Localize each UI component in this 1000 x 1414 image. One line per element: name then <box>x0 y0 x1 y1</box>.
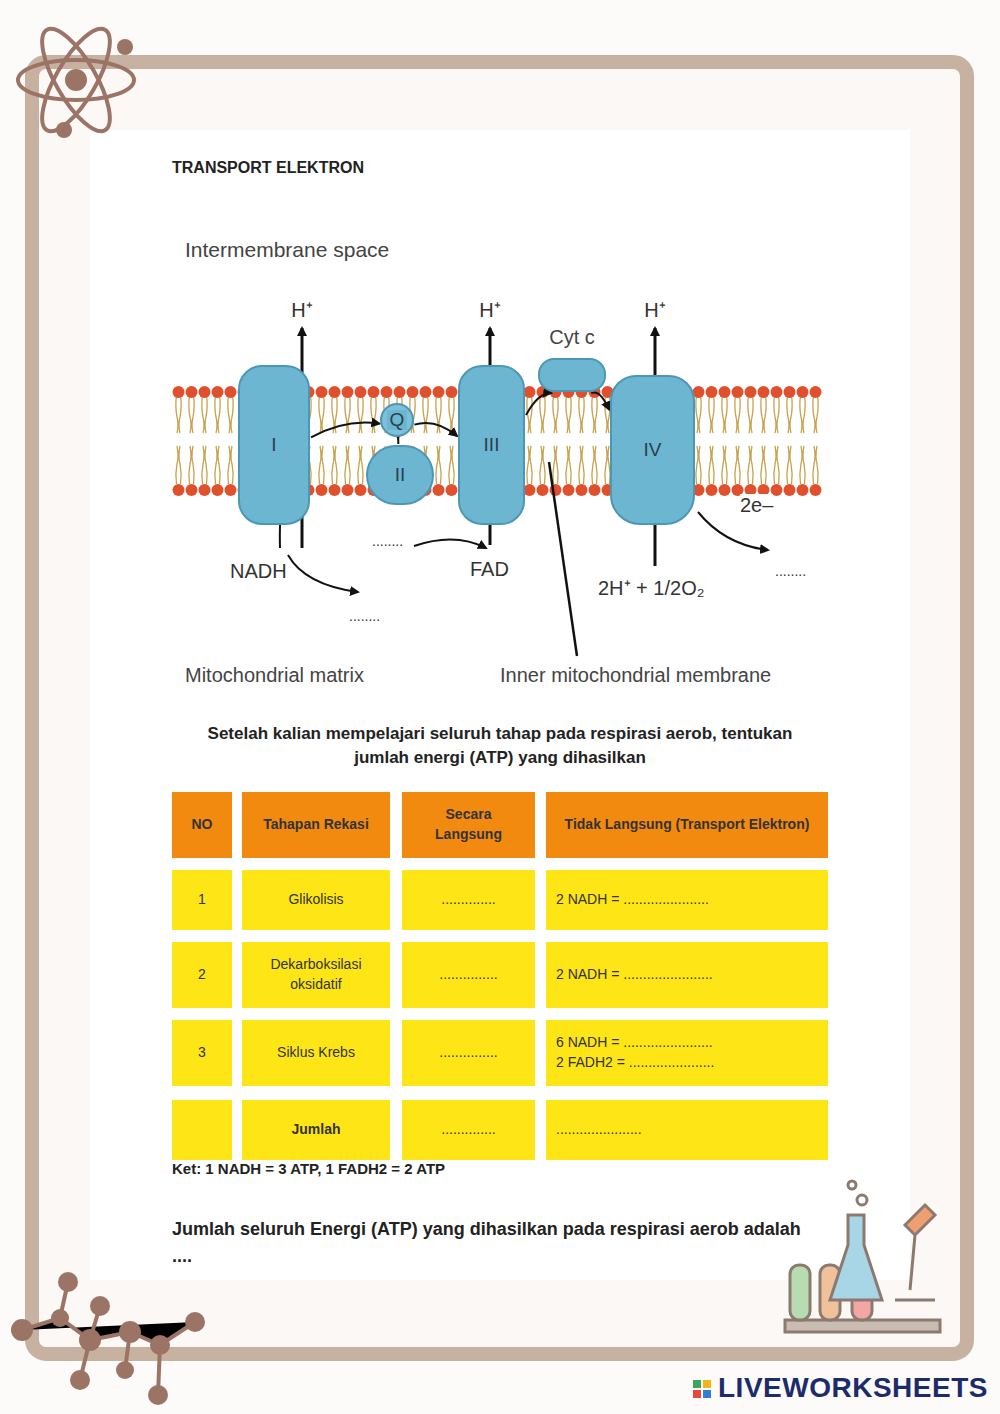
table-cell: 3 <box>172 1020 232 1086</box>
proton-arrow <box>302 328 655 566</box>
protein-complex: Cyt c <box>538 358 606 392</box>
table-header-cell: Secara Langsung <box>402 792 535 858</box>
text-label: ........ <box>349 608 380 624</box>
leader-line <box>549 462 577 656</box>
cell-text: 1 <box>198 890 206 910</box>
watermark-icon <box>693 1380 711 1398</box>
cell-text: Glikolisis <box>288 890 343 910</box>
cell-text: 2 NADH = ...................... <box>556 890 709 910</box>
cell-text: ...................... <box>556 1120 642 1140</box>
complex-label: IV <box>641 440 665 461</box>
table-cell: .............. <box>402 870 535 930</box>
lab-icon <box>785 1181 940 1332</box>
electron-path <box>526 393 551 415</box>
electron-path <box>414 423 457 436</box>
text-label: Setelah kalian mempelajari seluruh tahap… <box>185 722 815 770</box>
cell-text: Siklus Krebs <box>277 1043 355 1063</box>
cell-text: Tidak Langsung (Transport Elektron) <box>565 815 810 835</box>
text-label: ........ <box>775 563 806 579</box>
text-label: Intermembrane space <box>185 238 389 262</box>
protein-complex: II <box>366 445 434 505</box>
complex-label: Q <box>387 410 408 431</box>
table-cell: Jumlah <box>242 1100 390 1160</box>
cell-text: 6 NADH = ....................... <box>556 1033 713 1053</box>
electron-path <box>591 392 609 409</box>
text-label: FAD <box>470 558 509 581</box>
complex-label: III <box>481 435 503 456</box>
cell-text: Jumlah <box>291 1120 340 1140</box>
cell-text: 2 <box>198 965 206 985</box>
table-cell: Glikolisis <box>242 870 390 930</box>
text-label: ........ <box>372 533 403 549</box>
text-label: H⁺ <box>635 296 675 323</box>
text-label: Jumlah seluruh Energi (ATP) yang dihasil… <box>172 1216 822 1270</box>
table-cell: ...................... <box>546 1100 828 1160</box>
table-header-cell: NO <box>172 792 232 858</box>
table-cell: .............. <box>402 1100 535 1160</box>
cell-text: .............. <box>441 890 495 910</box>
cell-text: 2 FADH2 = ...................... <box>556 1053 714 1073</box>
protein-complex: III <box>458 365 525 525</box>
text-label: Ket: 1 NADH = 3 ATP, 1 FADH2 = 2 ATP <box>172 1160 445 1177</box>
table-cell: ............... <box>402 1020 535 1086</box>
cell-text: Tahapan Rekasi <box>263 815 369 835</box>
table-cell: ............... <box>402 942 535 1008</box>
table-cell: 2 NADH = ....................... <box>546 942 828 1008</box>
text-label: H⁺ <box>282 296 322 323</box>
cell-text: NO <box>192 815 213 835</box>
text-label: 2H⁺ + 1/2O₂ <box>598 574 704 601</box>
text-label: NADH <box>230 560 287 583</box>
page-title: TRANSPORT ELEKTRON <box>172 159 364 177</box>
table-cell: 1 <box>172 870 232 930</box>
text-label: H⁺ <box>470 296 510 323</box>
table-cell: 2 <box>172 942 232 1008</box>
complex-label: Cyt c <box>549 326 595 349</box>
table-header-cell: Tidak Langsung (Transport Elektron) <box>546 792 828 858</box>
cell-text: ............... <box>439 965 497 985</box>
cell-text: Secara Langsung <box>412 805 525 844</box>
text-label: Inner mitochondrial membrane <box>500 664 771 687</box>
table-cell <box>172 1100 232 1160</box>
cell-text: 3 <box>198 1043 206 1063</box>
table-header-cell: Tahapan Rekasi <box>242 792 390 858</box>
table-cell: 6 NADH = .......................2 FADH2 … <box>546 1020 828 1086</box>
electron-path <box>311 423 379 438</box>
atom-icon <box>18 20 134 140</box>
text-label: Mitochondrial matrix <box>185 664 364 687</box>
table-cell: Dekarboksilasi oksidatif <box>242 942 390 1008</box>
text-label: 2e– <box>740 494 773 517</box>
cell-text: 2 NADH = ....................... <box>556 965 713 985</box>
text-label: LIVEWORKSHEETS <box>718 1372 988 1404</box>
table-cell: 2 NADH = ...................... <box>546 870 828 930</box>
complex-label: I <box>268 435 279 456</box>
protein-complex: I <box>238 365 310 525</box>
cell-text: .............. <box>441 1120 495 1140</box>
complex-label: II <box>392 465 409 486</box>
cell-text: Dekarboksilasi oksidatif <box>252 955 380 994</box>
protein-complex: Q <box>380 403 414 437</box>
cell-text: ............... <box>439 1043 497 1063</box>
protein-complex: IV <box>610 375 695 525</box>
table-cell: Siklus Krebs <box>242 1020 390 1086</box>
molecule-icon <box>22 1282 195 1395</box>
